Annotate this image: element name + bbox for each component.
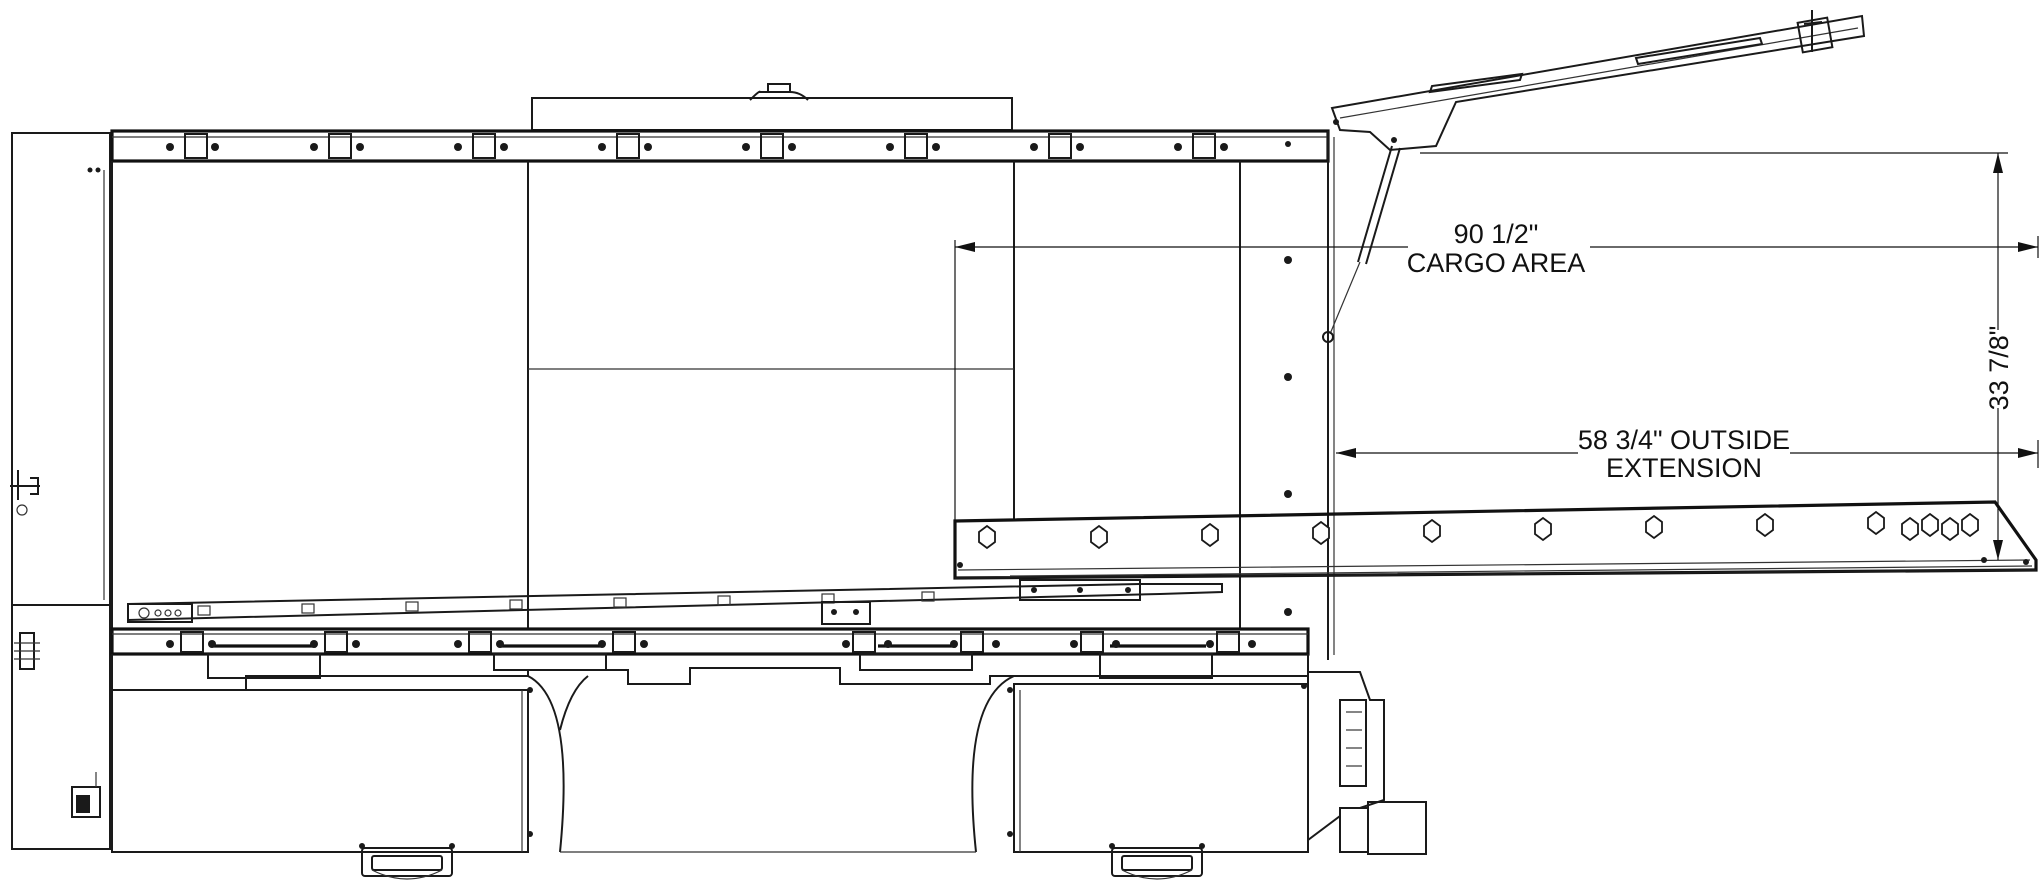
bottom-rail — [110, 627, 1310, 691]
cargo-area-value: 90 1/2" — [1454, 219, 1539, 249]
bottom-rail-brackets — [180, 631, 1240, 653]
gas-strut — [1322, 145, 1401, 343]
rear-post-bolts — [1284, 256, 1292, 616]
right-drawer-handle-icon — [1109, 843, 1205, 880]
wheel-well — [527, 675, 1015, 853]
bulkhead-lock-icon — [14, 632, 40, 670]
rear-light-assembly — [1301, 671, 1427, 855]
top-center-panel — [531, 83, 1013, 131]
left-lower-drawer — [111, 687, 533, 853]
top-rail-bolts — [166, 141, 1291, 151]
cargo-area-dimension — [954, 236, 2039, 524]
height-dimension — [1420, 152, 2008, 560]
front-bulkhead-box — [11, 132, 111, 850]
right-lower-drawer — [1007, 683, 1309, 853]
cargo-area-label: CARGO AREA — [1407, 248, 1586, 278]
top-rail — [110, 129, 1330, 163]
outside-extension-label: EXTENSION — [1606, 453, 1762, 483]
outside-extension-dimension — [1336, 440, 2039, 468]
slide-tray — [953, 500, 2038, 580]
left-drawer-handle-icon — [359, 843, 455, 880]
bed-panels — [111, 131, 1335, 660]
tray-hex-holes — [978, 510, 1979, 550]
bottom-rail-bolts — [166, 640, 1256, 648]
bulkhead-latch-handle-icon — [10, 470, 40, 516]
bottom-rail-handles — [207, 644, 1213, 679]
open-rear-lid — [1330, 10, 1866, 152]
top-rail-brackets — [184, 133, 1216, 159]
lower-slide-rail — [127, 579, 1223, 625]
height-value: 33 7/8" — [1984, 326, 2014, 411]
outside-extension-value: 58 3/4" OUTSIDE — [1578, 425, 1790, 455]
bulkhead-switch-icon — [71, 772, 101, 818]
